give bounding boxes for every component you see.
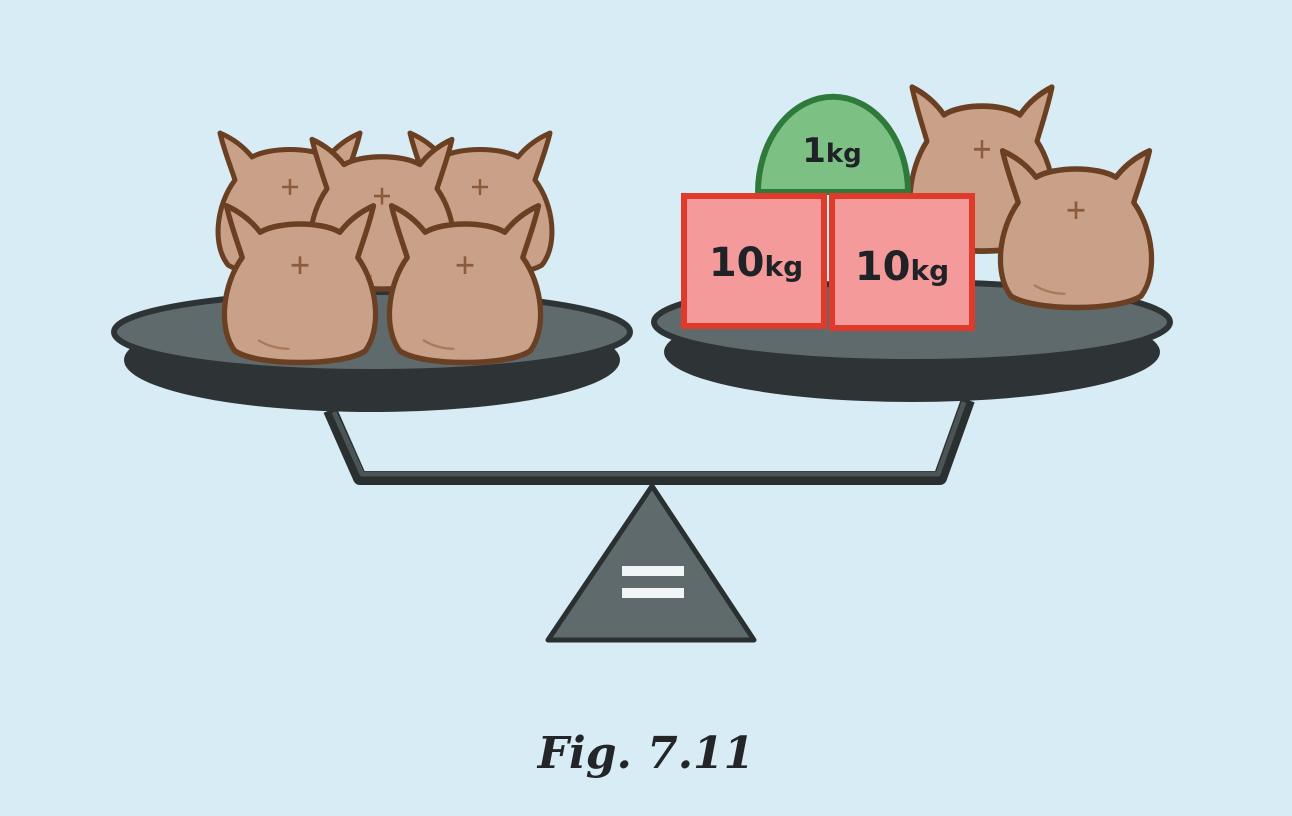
- weight-value: 10: [709, 240, 765, 286]
- balance-beam: [323, 397, 975, 485]
- weight-10kg-left: 10kg: [681, 193, 827, 329]
- weight-value: 10: [855, 244, 911, 290]
- svg-text:10kg: 10kg: [709, 240, 803, 286]
- right-pan: 1kg 10kg 10kg: [651, 87, 1173, 402]
- equals-icon: [622, 566, 684, 598]
- weight-value: 1: [802, 131, 826, 171]
- sack: [1000, 151, 1151, 308]
- left-pan: [111, 133, 633, 412]
- svg-text:10kg: 10kg: [855, 244, 949, 290]
- weight-unit: kg: [765, 250, 804, 283]
- figure-caption: Fig. 7.11: [537, 728, 755, 779]
- weight-unit: kg: [826, 139, 862, 169]
- weight-10kg-right: 10kg: [829, 193, 975, 331]
- fulcrum: [545, 483, 757, 643]
- sack: [389, 206, 540, 363]
- weight-unit: kg: [911, 254, 950, 287]
- weight-1kg: 1kg: [755, 93, 911, 195]
- sack: [224, 206, 375, 363]
- svg-text:1kg: 1kg: [802, 131, 862, 171]
